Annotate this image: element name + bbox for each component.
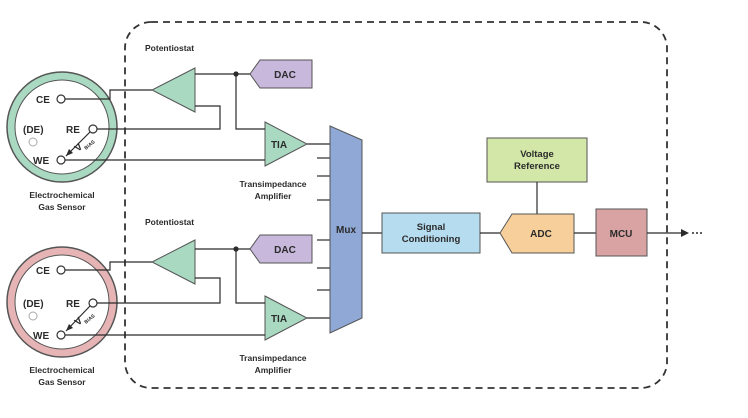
wires-bottom-channel: [65, 248, 330, 336]
junction-dot-top: [233, 71, 239, 77]
tia-label-bottom: TIA: [271, 314, 287, 325]
tia-caption-bottom-line1: Transimpedance: [239, 353, 306, 363]
signal-conditioning-block: [381, 212, 481, 254]
mux-label: Mux: [336, 225, 356, 236]
signal-conditioning-label-line1: Signal: [417, 222, 446, 233]
mux-input-stubs: [317, 157, 330, 291]
ce-label: CE: [36, 95, 50, 106]
tia-amplifier-bottom: [264, 295, 309, 341]
re-label: RE: [66, 125, 80, 136]
voltage-reference-label-line2: Reference: [514, 161, 560, 172]
tia-caption-bottom-line2: Amplifier: [255, 365, 293, 375]
dac-label-top: DAC: [274, 70, 296, 81]
de-label: (DE): [23, 125, 44, 136]
ce-terminal: [56, 265, 66, 275]
re-terminal: [88, 124, 98, 134]
ce-terminal: [56, 94, 66, 104]
we-label: WE: [33, 331, 49, 342]
de-terminal: [28, 137, 38, 147]
potentiostat-label-top: Potentiostat: [145, 43, 194, 53]
ce-label: CE: [36, 266, 50, 277]
de-label: (DE): [23, 299, 44, 310]
system-boundary: [124, 21, 668, 389]
we-terminal: [56, 330, 66, 340]
output-arrow-icon: [681, 229, 689, 237]
tia-caption-top-line2: Amplifier: [255, 191, 293, 201]
adc-label: ADC: [530, 229, 552, 240]
de-terminal: [28, 311, 38, 321]
mcu-block: [595, 208, 648, 257]
dac-block-bottom: [249, 234, 313, 264]
voltage-reference-label-line1: Voltage: [520, 149, 554, 160]
sensor-caption-bottom-line2: Gas Sensor: [38, 377, 86, 387]
tia-caption-top-line1: Transimpedance: [239, 179, 306, 189]
sensor-caption-top-line1: Electrochemical: [29, 190, 94, 200]
we-label: WE: [33, 156, 49, 167]
re-label: RE: [66, 299, 80, 310]
mcu-label: MCU: [610, 229, 633, 240]
tia-label-top: TIA: [271, 140, 287, 151]
potentiostat-amplifier-top: [150, 67, 196, 113]
gas-sensor-top: CE (DE) RE WE V BIAS: [6, 71, 118, 183]
mux-block: [329, 125, 363, 334]
tia-amplifier-top: [264, 121, 309, 167]
dac-label-bottom: DAC: [274, 245, 296, 256]
dac-block-top: [249, 59, 313, 89]
potentiostat-amplifier-bottom: [150, 239, 196, 285]
we-terminal: [56, 155, 66, 165]
sensor-caption-bottom-line1: Electrochemical: [29, 365, 94, 375]
sensor-caption-top-line2: Gas Sensor: [38, 202, 86, 212]
re-terminal: [88, 298, 98, 308]
voltage-reference-block: [486, 137, 588, 183]
junction-dot-bottom: [233, 246, 239, 252]
wires-top-channel: [65, 73, 330, 161]
gas-sensor-bottom: CE (DE) RE WE V BIAS: [6, 246, 118, 358]
signal-conditioning-label-line2: Conditioning: [402, 234, 461, 245]
continuation-dots-icon: [692, 232, 702, 234]
potentiostat-label-bottom: Potentiostat: [145, 217, 194, 227]
